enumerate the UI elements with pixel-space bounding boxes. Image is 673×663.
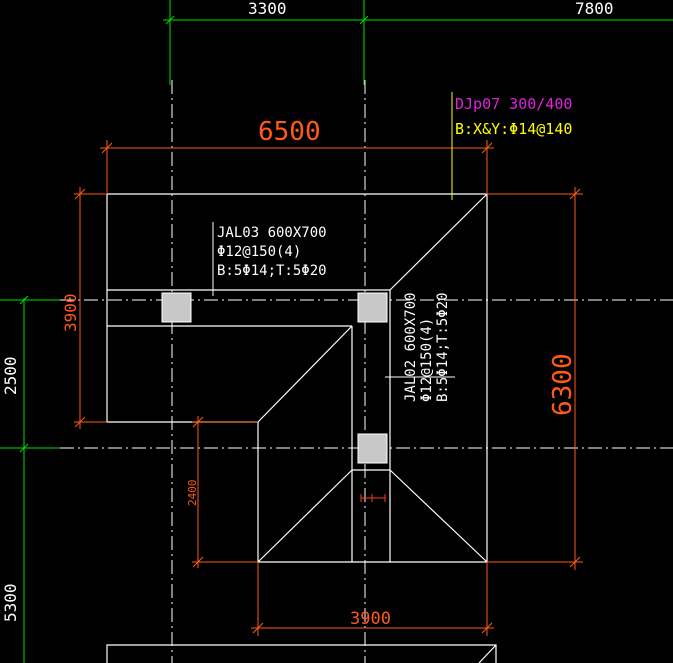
slope-line-inner-corner xyxy=(257,325,353,423)
axis-dim-left-upper: 2500 xyxy=(1,356,20,395)
dim-3900h-tick-left xyxy=(252,622,264,634)
slope-line-bottom-left xyxy=(257,469,353,563)
small-column-dim xyxy=(360,494,386,502)
dim-3900-tick-top xyxy=(74,188,86,200)
jal02-bars: B:5Φ14;T:5Φ20 xyxy=(435,292,451,402)
axis-tick xyxy=(19,295,29,305)
dim-2400-tick-bottom xyxy=(192,556,204,568)
dimension-labels: 6500 6300 3900 2400 3900 xyxy=(61,117,578,629)
jal03-bars: B:5Φ14;T:5Φ20 xyxy=(217,263,327,279)
dim-6500-tick-left xyxy=(101,142,113,154)
dim-overall-width: 6500 xyxy=(258,117,321,147)
dim-2400-tick-top xyxy=(192,416,204,428)
dim-left-wing-height: 3900 xyxy=(61,293,80,332)
column-left xyxy=(161,292,192,323)
dim-3900h-tick-right xyxy=(481,622,493,634)
jal03-name: JAL03 600X700 xyxy=(217,225,327,241)
axis-dim-top-left: 3300 xyxy=(248,0,287,18)
jal02-label: JAL02 600X700 Φ12@150(4) B:5Φ14;T:5Φ20 xyxy=(403,292,451,402)
dim-small-offset: 2400 xyxy=(186,480,199,507)
axis-dim-left-lower: 5300 xyxy=(1,583,20,622)
jal02-stirrups: Φ12@150(4) xyxy=(419,318,435,402)
axis-dim-top-right: 7800 xyxy=(575,0,614,18)
dim-6500-tick-right xyxy=(481,142,493,154)
slope-line-top-right xyxy=(389,193,488,291)
axis-tick xyxy=(19,443,29,453)
column-bottom xyxy=(357,433,388,464)
jal03-stirrups: Φ12@150(4) xyxy=(217,244,301,260)
axis-dimension-labels: 3300 7800 2500 5300 xyxy=(1,0,614,622)
columns xyxy=(161,292,388,464)
column-mid xyxy=(357,292,388,323)
dim-6300-tick-bottom xyxy=(569,556,581,568)
foundation-reinforcement: B:X&Y:Φ14@140 xyxy=(455,120,572,138)
dim-6300-tick-top xyxy=(569,188,581,200)
jal03-label: JAL03 600X700 Φ12@150(4) B:5Φ14;T:5Φ20 xyxy=(217,225,327,279)
dimension-lines xyxy=(74,140,583,636)
jal02-name: JAL02 600X700 xyxy=(403,292,419,402)
axis-tick xyxy=(165,15,175,25)
slope-line-bottom-right xyxy=(389,469,488,563)
dim-overall-height: 6300 xyxy=(548,353,578,416)
axis-tick xyxy=(359,15,369,25)
dim-bottom-width: 3900 xyxy=(350,609,391,629)
centerlines xyxy=(60,80,673,663)
dim-3900-tick-bottom xyxy=(74,416,86,428)
lower-footing-partial xyxy=(106,644,497,663)
lower-footing-slope xyxy=(478,644,497,663)
foundation-name: DJp07 300/400 xyxy=(455,95,572,113)
